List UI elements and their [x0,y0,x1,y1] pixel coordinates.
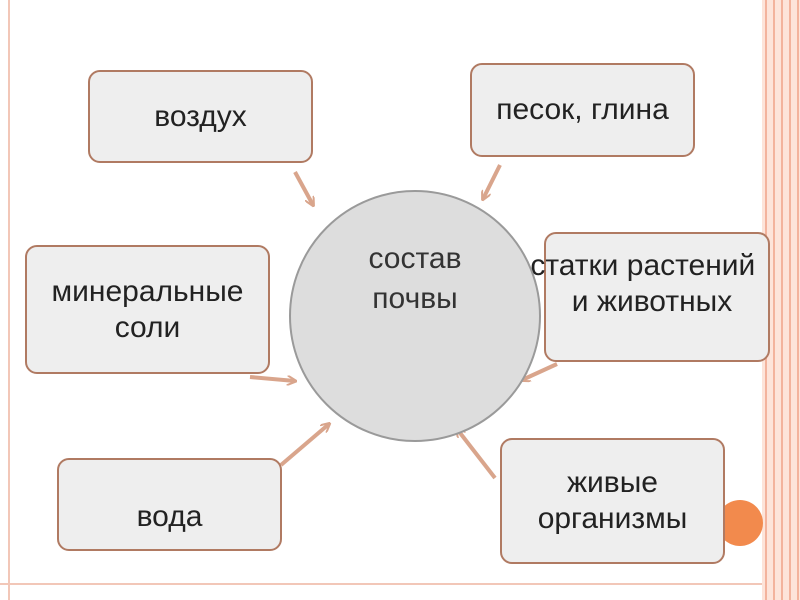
slide-frame-bottom [0,583,800,585]
arrow-minerals [249,375,295,381]
arrow-air [293,171,313,205]
node-sand-clay: песок, глина [470,63,695,157]
arrow-water [279,424,329,467]
node-living-organisms-line1: живые [566,466,658,499]
node-water-label: вода [136,500,203,533]
node-air: воздух [88,70,313,163]
arrow-remains [522,362,558,380]
center-node-line2: почвы [372,282,458,315]
node-mineral-salts-line2: соли [114,310,181,344]
node-living-organisms-line2: организмы [537,502,688,535]
node-water: вода [57,458,282,551]
slide-frame-left [8,0,10,600]
node-living-organisms: живые организмы [500,438,725,564]
node-mineral-salts-line1: минеральные [51,274,244,308]
center-node-line1: состав [368,242,462,275]
node-sand-clay-label: песок, глина [496,93,669,126]
arrow-organisms [457,429,497,480]
node-air-label: воздух [154,99,247,133]
arrow-sand [483,164,502,199]
node-remains: остатки растений и животных [514,232,770,362]
node-mineral-salts: минеральные соли [25,245,270,374]
center-node-soil-composition: состав почвы [289,190,541,442]
node-remains-line2: и животных [571,285,733,318]
node-remains-line1: остатки растений [513,249,756,282]
